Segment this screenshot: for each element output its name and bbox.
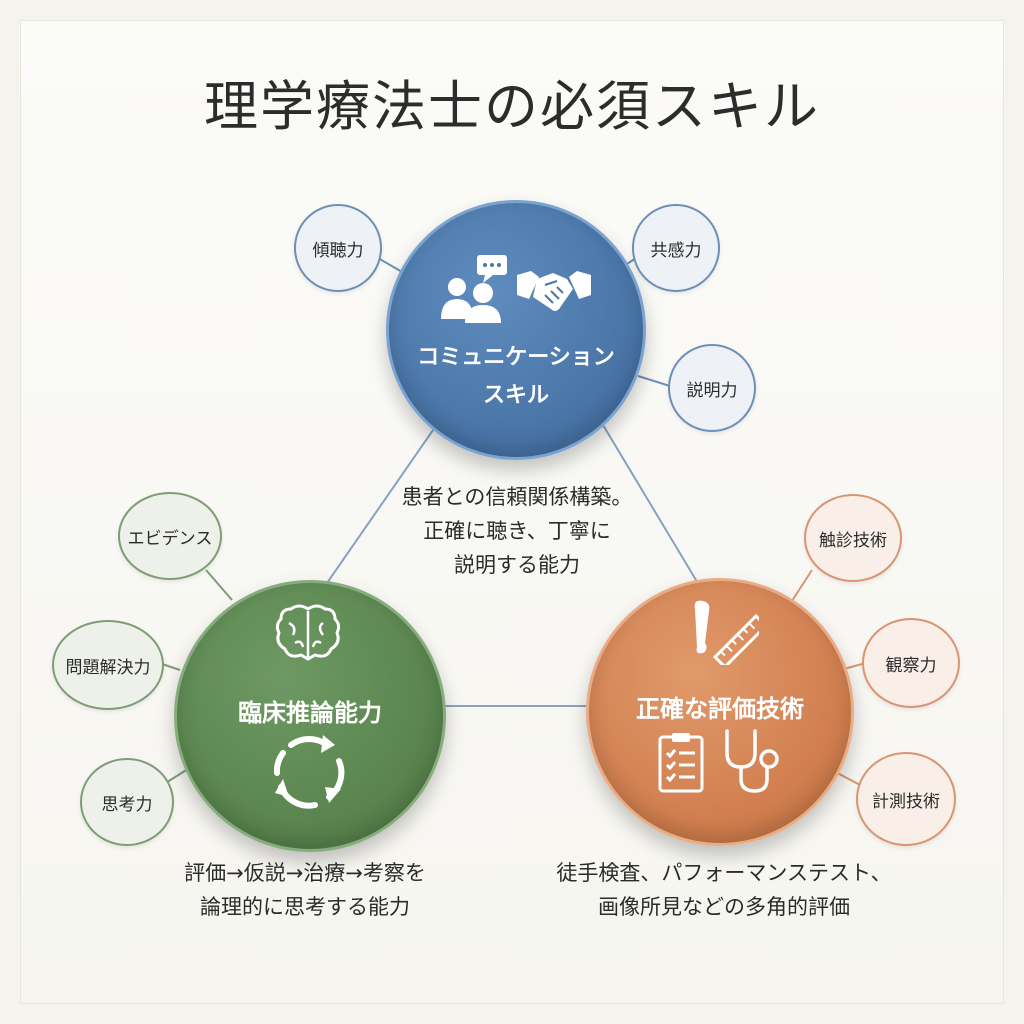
communication-label-line1: コミュニケーション [417,345,615,370]
connector-comm-clin [317,419,441,597]
connector-comm-eval [599,419,703,591]
clipboard-icon [658,733,704,793]
clinical-desc-line: 論理的に思考する能力 [200,895,410,919]
communication-skill-label: コミュニケーション スキル [389,339,643,415]
clinical-description: 評価→仮説→治療→考察を 論理的に思考する能力 [130,856,480,924]
evaluation-skill-label: 正確な評価技術 [636,695,804,723]
handshake-icon [517,271,591,311]
people-chat-icon [441,255,507,323]
sub-skill-explaining: 説明力 [668,344,756,432]
sub-skill-empathy: 共感力 [632,204,720,292]
communication-desc-line: 正確に聴き、丁寧に [423,519,611,543]
sub-skill-observation: 観察力 [862,618,960,708]
sub-skill-listening: 傾聴力 [294,204,382,292]
connector-palpation [789,569,813,605]
communication-description: 患者との信頼関係構築。 正確に聴き、丁寧に 説明する能力 [372,480,662,582]
sub-skill-thinking: 思考力 [80,758,174,846]
clinical-reasoning-label: 臨床推論能力 [238,699,382,727]
communication-skill-circle: コミュニケーション スキル [386,200,646,460]
communication-label-line2: スキル [482,383,549,408]
bone-ruler-icon [694,600,759,665]
sub-skill-problem-solving: 問題解決力 [52,620,164,710]
clinical-desc-line: 評価→仮説→治療→考察を [184,861,426,885]
connector-problem-solving [161,663,181,671]
evaluation-skill-circle: 正確な評価技術 [586,578,854,846]
connector-evidence [205,569,233,601]
brain-icon [275,604,341,661]
sub-skill-evidence: エビデンス [118,492,222,580]
evaluation-description: 徒手検査、パフォーマンステスト、 画像所見などの多角的評価 [534,856,914,924]
evaluation-desc-line: 画像所見などの多角的評価 [598,895,850,919]
page-title: 理学療法士の必須スキル [204,75,820,138]
sub-skill-measurement: 計測技術 [856,752,956,846]
sub-skill-palpation: 触診技術 [804,494,902,582]
stethoscope-icon [725,729,779,793]
cycle-arrows-icon [273,735,345,809]
connector-explaining [637,375,671,387]
clinical-reasoning-circle: 臨床推論能力 [174,580,446,852]
evaluation-desc-line: 徒手検査、パフォーマンステスト、 [556,861,892,885]
communication-desc-line: 説明する能力 [454,553,580,577]
communication-desc-line: 患者との信頼関係構築。 [401,485,633,509]
